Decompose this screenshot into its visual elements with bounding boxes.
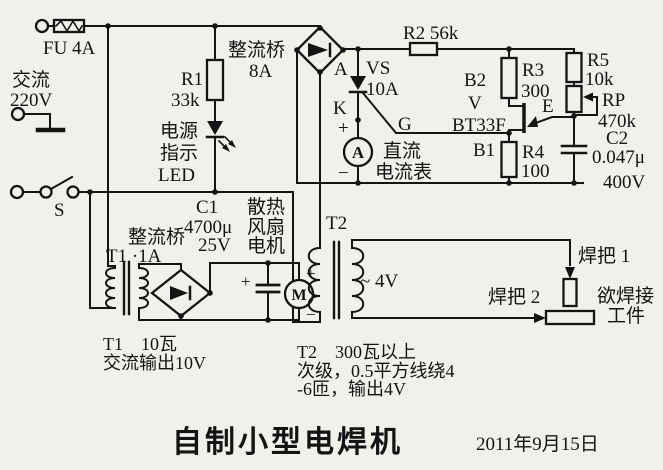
fan-motor: M xyxy=(283,278,315,310)
meter-minus: − xyxy=(338,163,349,184)
bridge-rectifier-2 xyxy=(150,268,212,318)
r3-value: 300 xyxy=(521,81,550,102)
ac-label-2: 220V xyxy=(10,90,53,111)
bridge1-rating: 8A xyxy=(249,61,273,82)
fuse xyxy=(52,18,86,34)
bridge2-name: 整流桥 xyxy=(128,226,185,248)
ac-label-1: 交流 xyxy=(12,69,50,91)
capacitor-c1 xyxy=(255,283,281,294)
transformer-t2 xyxy=(307,240,365,320)
ammeter-label-2: 电流表 xyxy=(375,161,432,183)
motor-symbol: M xyxy=(291,287,306,304)
t1-note-2: 交流输出10V xyxy=(103,353,206,373)
resistor-r2 xyxy=(408,41,439,57)
ujt-e-label: E xyxy=(542,96,554,117)
ammeter: A xyxy=(342,136,374,168)
fan-label-3: 电机 xyxy=(247,235,285,257)
cap-plus: + xyxy=(241,272,251,291)
workpiece-label-1: 欲焊接 xyxy=(597,285,654,307)
vs-rating: 10A xyxy=(366,79,399,100)
switch-label: S xyxy=(54,200,65,221)
resistor-r4 xyxy=(500,140,518,179)
t2-note-1: T2 300瓦以上 xyxy=(297,342,416,362)
t2-note-3: -6匝，输出4V xyxy=(297,379,406,399)
vs-anode-label: A xyxy=(334,59,348,80)
rp-value: 470k xyxy=(598,111,637,132)
page-date: 2011年9月15日 xyxy=(476,433,599,455)
r2-label: R2 56k xyxy=(403,23,459,44)
resistor-r5 xyxy=(565,51,583,84)
rp-name: RP xyxy=(602,90,625,111)
potentiometer-rp xyxy=(565,84,593,114)
meter-plus: + xyxy=(338,118,349,139)
vs-cathode-label: K xyxy=(333,98,347,119)
r5-value: 10k xyxy=(585,69,614,90)
r1-name: R1 xyxy=(181,69,203,90)
ammeter-symbol: A xyxy=(352,143,365,162)
c1-value: 4700μ xyxy=(184,217,232,238)
welding-electrode xyxy=(562,267,578,308)
ujt-v-label: V xyxy=(468,93,482,114)
workpiece xyxy=(534,309,596,326)
workpiece-label-2: 工件 xyxy=(607,305,645,327)
t2-tag: T2 xyxy=(326,213,347,234)
earth-terminal xyxy=(10,106,66,133)
resistor-r1 xyxy=(205,58,225,102)
fuse-label: FU 4A xyxy=(43,38,96,59)
r4-value: 100 xyxy=(521,161,550,182)
r4-name: R4 xyxy=(522,142,545,163)
r5-name: R5 xyxy=(587,50,609,71)
ammeter-label-1: 直流 xyxy=(383,140,421,162)
bridge1-name: 整流桥 xyxy=(228,39,285,61)
holder2-label: 焊把 2 xyxy=(488,286,540,308)
fan-label-1: 散热 xyxy=(247,196,285,218)
led-label-2: 指示 xyxy=(160,142,198,164)
c2-value: 0.047μ xyxy=(592,147,645,168)
r3-name: R3 xyxy=(522,60,544,81)
t1-tag: T1 ·1A xyxy=(106,246,162,267)
motor-plus: + xyxy=(306,264,316,283)
led-label-3: LED xyxy=(158,165,195,186)
holder1-label: 焊把 1 xyxy=(578,245,630,267)
power-switch xyxy=(39,175,80,199)
ac-input-terminal-bottom xyxy=(9,184,25,200)
ujt-bt33f xyxy=(522,103,538,133)
motor-minus: − xyxy=(306,305,316,324)
ac-input-terminal-top xyxy=(34,18,50,34)
t2-output: ~ 4V xyxy=(360,271,399,292)
ujt-b2-label: B2 xyxy=(464,70,486,91)
t2-note-2: 次级，0.5平方线绕4 xyxy=(297,361,455,381)
led-label-1: 电源 xyxy=(160,120,198,142)
resistor-r3 xyxy=(500,56,518,100)
ujt-model-label: BT33F xyxy=(452,115,506,136)
wires xyxy=(22,25,598,323)
labels: FU 4A 交流 220V S R1 33k 电源 指示 LED 整流桥 8A … xyxy=(10,23,654,327)
page-title: 自制小型电焊机 xyxy=(172,426,403,459)
c2-voltage: 400V xyxy=(603,172,646,193)
capacitor-c2 xyxy=(560,144,588,155)
c2-name: C2 xyxy=(606,128,628,149)
power-led xyxy=(205,121,236,152)
transformer-t1 xyxy=(105,260,149,316)
ujt-b1-label: B1 xyxy=(473,140,495,161)
c1-voltage: 25V xyxy=(198,235,231,256)
fan-label-2: 风扇 xyxy=(247,216,285,238)
vs-name: VS xyxy=(366,58,390,79)
vs-gate-label: G xyxy=(398,114,412,135)
notes: T1 10瓦 交流输出10V T2 300瓦以上 次级，0.5平方线绕4 -6匝… xyxy=(103,334,455,399)
t1-note-1: T1 10瓦 xyxy=(103,334,177,354)
junction-dots xyxy=(87,23,577,323)
thyristor-vs xyxy=(348,76,368,94)
c1-name: C1 xyxy=(196,197,218,218)
r1-value: 33k xyxy=(171,90,200,111)
